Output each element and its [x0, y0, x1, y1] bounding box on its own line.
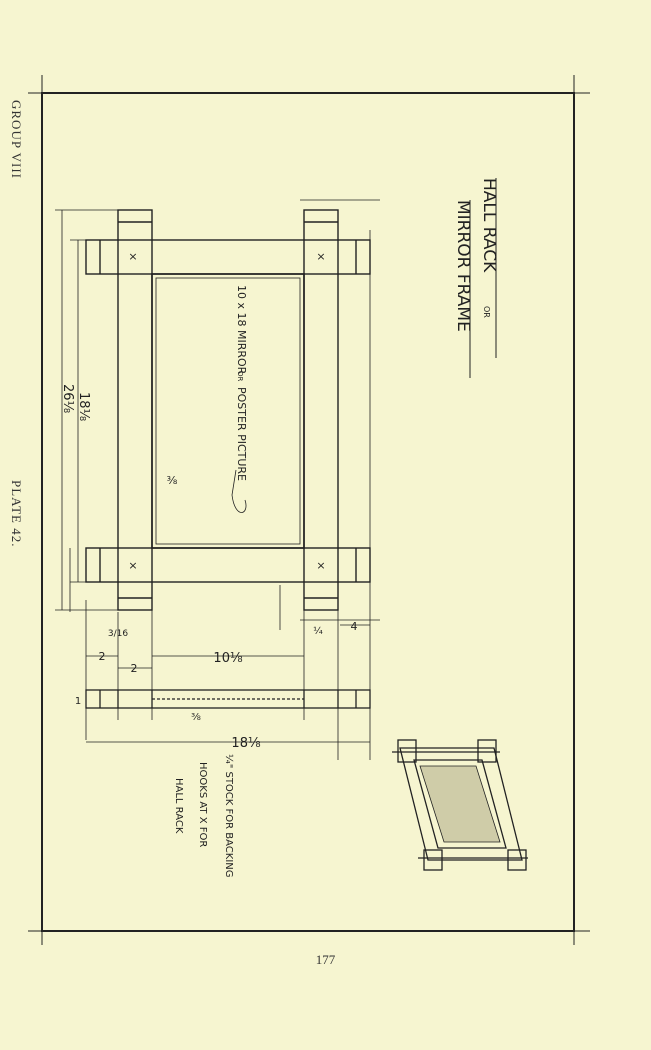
border-frame — [28, 75, 590, 945]
dim-bottom-width: 18⅛ — [231, 736, 261, 751]
dim-rabbet-small: 3/16 — [108, 629, 128, 639]
dim-tenon-end: ¼ — [313, 625, 323, 637]
dimension-lines — [55, 199, 380, 760]
dim-inner-width: 10⅛ — [213, 651, 243, 666]
note-backing: ¼" STOCK FOR BACKING — [223, 754, 235, 878]
frame-front-view — [85, 209, 371, 611]
mirror-note-b: POSTER PICTURE — [235, 387, 248, 481]
plate-label: PLATE 42. — [9, 480, 24, 548]
page-number: 177 — [315, 952, 336, 967]
title-line2: MIRROR FRAME — [453, 200, 473, 332]
mirror-note-or: OR — [236, 371, 244, 382]
title-or: OR — [482, 306, 491, 318]
dim-overall-height: 26⅛ — [60, 384, 75, 414]
dim-rail-width: 2 — [131, 662, 138, 675]
perspective-sketch — [392, 739, 528, 871]
note-hall-rack: HALL RACK — [173, 778, 184, 834]
note-hooks: HOOKS AT X FOR — [197, 762, 208, 847]
title-underlines — [469, 178, 497, 378]
dim-inner-height: 18⅛ — [76, 392, 91, 422]
mirror-note-arrow — [231, 469, 247, 513]
title-line1: HALL RACK — [479, 178, 499, 273]
hook-marks: × × × × — [128, 250, 325, 572]
svg-text:×: × — [128, 250, 137, 263]
dim-stock-thickness: 1 — [75, 696, 81, 707]
svg-text:×: × — [316, 559, 325, 572]
svg-text:×: × — [316, 250, 325, 263]
section-view — [85, 689, 371, 709]
dim-projection: 4 — [351, 620, 358, 633]
svg-text:×: × — [128, 559, 137, 572]
dim-stile-width: 2 — [99, 650, 106, 663]
dim-section-depth: ⅜ — [191, 712, 201, 723]
mirror-note-a: 10 x 18 MIRROR — [235, 285, 248, 375]
dim-rabbet: ⅜ — [167, 474, 178, 487]
group-label: GROUP VIII — [9, 100, 24, 179]
